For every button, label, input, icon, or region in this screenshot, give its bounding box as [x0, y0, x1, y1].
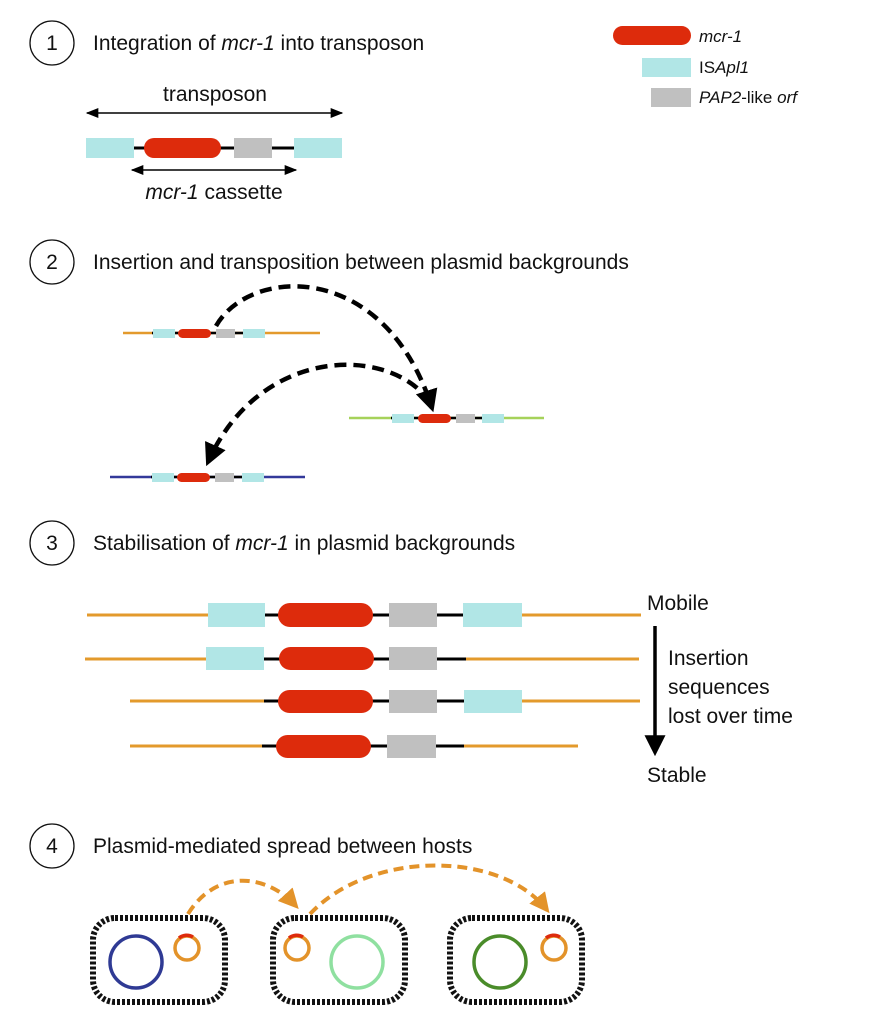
- legend-pap2-swatch: [651, 88, 691, 107]
- plasmid-green-isapl1-left: [392, 414, 414, 423]
- host-cell-3-chromosome: [472, 934, 528, 990]
- step-2-number: 2: [46, 251, 58, 274]
- legend-isapl1-swatch: [642, 58, 691, 77]
- stabilisation-row-3: [130, 690, 640, 713]
- insertion-side-label-line1: Insertion: [668, 647, 749, 670]
- legend-pap2-label: PAP2-like orf: [699, 88, 799, 107]
- plasmid-orange-mcr1: [178, 329, 211, 338]
- host-cell-3-plasmid: [540, 934, 568, 962]
- host-cell-3: [447, 915, 585, 1005]
- legend-mcr1-swatch: [613, 26, 691, 45]
- transposition-arrow-green-to-blue: [205, 362, 432, 467]
- plasmid-blue-pap2: [215, 473, 234, 482]
- step-2-title: Insertion and transposition between plas…: [93, 251, 629, 274]
- plasmid-blue-isapl1-right: [242, 473, 264, 482]
- row-2-isapl1-left: [206, 647, 264, 670]
- row-3-mcr1: [278, 690, 373, 713]
- host-cell-3-mcr1-mark: [544, 933, 561, 940]
- row-1-isapl1-right: [463, 603, 522, 627]
- plasmid-blue-mcr1: [177, 473, 210, 482]
- transposition-arrow-orange-to-green: [214, 284, 438, 413]
- host-cell-2-mcr1-mark: [287, 933, 304, 940]
- step-1-number: 1: [46, 32, 58, 55]
- plasmid-blue-construct: [110, 473, 305, 482]
- spread-arrow-2-to-3: [308, 863, 550, 916]
- step-3: 3 Stabilisation of mcr-1 in plasmid back…: [29, 520, 793, 787]
- row-3-isapl1-right: [464, 690, 522, 713]
- step-3-badge: [29, 520, 75, 566]
- step-1-badge: [29, 20, 75, 66]
- plasmid-orange-isapl1-left: [153, 329, 175, 338]
- plasmid-orange-isapl1-right: [243, 329, 265, 338]
- plasmid-green-pap2: [456, 414, 475, 423]
- transposon-label: transposon: [163, 83, 267, 106]
- insertion-side-label-line2: sequences: [668, 676, 770, 699]
- row-3-pap2: [389, 690, 437, 713]
- step-2-badge: [29, 239, 75, 285]
- stabilisation-row-4: [130, 735, 578, 758]
- step-4-title: Plasmid-mediated spread between hosts: [93, 835, 472, 858]
- host-cell-2-plasmid: [283, 934, 311, 962]
- row-1-pap2: [389, 603, 437, 627]
- legend: mcr-1 ISApl1 PAP2-like orf: [613, 26, 799, 107]
- step-4-number: 4: [46, 835, 58, 858]
- transposon-isapl1-left: [86, 138, 134, 158]
- plasmid-green-mcr1: [418, 414, 451, 423]
- row-1-mcr1: [278, 603, 373, 627]
- plasmid-green-isapl1-right: [482, 414, 504, 423]
- spread-arrow-1-to-2: [186, 878, 299, 916]
- stabilisation-row-1: [87, 603, 641, 627]
- step-1-title: Integration of mcr-1 into transposon: [93, 32, 424, 55]
- legend-isapl1-label: ISApl1: [699, 58, 749, 77]
- transposon-isapl1-right: [294, 138, 342, 158]
- transposon-pap2: [234, 138, 272, 158]
- stable-label: Stable: [647, 764, 707, 787]
- host-cell-1-chromosome: [108, 934, 164, 990]
- stabilisation-row-2: [85, 647, 639, 670]
- row-4-pap2: [387, 735, 436, 758]
- legend-mcr1-label: mcr-1: [699, 27, 742, 46]
- plasmid-orange-construct: [123, 329, 320, 338]
- row-4-mcr1: [276, 735, 371, 758]
- cassette-label: mcr-1 cassette: [145, 181, 282, 204]
- step-3-title: Stabilisation of mcr-1 in plasmid backgr…: [93, 532, 515, 555]
- row-2-mcr1: [279, 647, 374, 670]
- host-cell-1-plasmid: [173, 934, 201, 962]
- host-cell-1-wall: [90, 915, 228, 1005]
- host-cell-2-chromosome: [329, 934, 385, 990]
- step-2: 2 Insertion and transposition between pl…: [29, 239, 629, 482]
- host-cell-2: [270, 915, 408, 1005]
- host-cell-2-wall: [270, 915, 408, 1005]
- row-1-isapl1-left: [208, 603, 265, 627]
- plasmid-green-construct: [349, 414, 544, 423]
- insertion-side-label-line3: lost over time: [668, 705, 793, 728]
- transposon-mcr1: [144, 138, 221, 158]
- host-cell-1: [90, 915, 228, 1005]
- step-4: 4 Plasmid-mediated spread between hosts: [29, 823, 585, 1005]
- step-1: 1 Integration of mcr-1 into transposon t…: [29, 20, 424, 204]
- plasmid-orange-pap2: [216, 329, 235, 338]
- plasmid-blue-isapl1-left: [152, 473, 174, 482]
- step-3-number: 3: [46, 532, 58, 555]
- host-cell-3-wall: [447, 915, 585, 1005]
- mobile-label: Mobile: [647, 592, 709, 615]
- step-4-badge: [29, 823, 75, 869]
- row-2-pap2: [389, 647, 437, 670]
- host-cell-1-mcr1-mark: [177, 933, 194, 940]
